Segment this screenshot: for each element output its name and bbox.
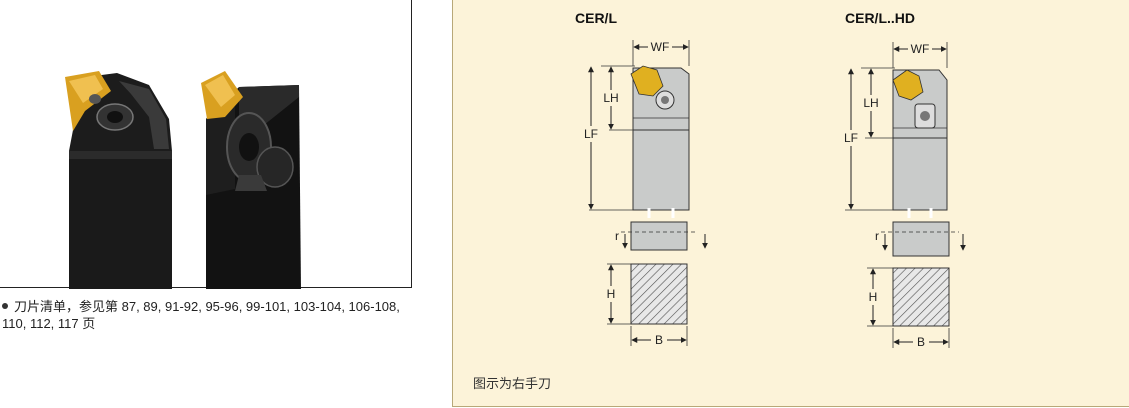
dimension-drawings: WF LH LF r H: [581, 40, 966, 350]
dim-b-label-1: B: [655, 333, 663, 347]
bullet-icon: [2, 302, 8, 309]
dim-wf-label-1: WF: [651, 40, 670, 54]
insert-list-note: 刀片清单，参见第 87, 89, 91-92, 95-96, 99-101, 1…: [2, 298, 422, 332]
dim-lf-label-2: LF: [844, 131, 858, 145]
dim-lh-label-2: LH: [863, 96, 878, 110]
dim-r-label-1: r: [615, 229, 619, 243]
dim-h-label-1: H: [607, 287, 616, 301]
model-title-cer: CER/L: [575, 10, 617, 26]
drawing-cer-hd: WF LH LF r H: [841, 42, 966, 350]
tool-holder-1: [65, 71, 172, 289]
drawing-cer: WF LH LF r H: [581, 40, 708, 348]
dim-wf-label-2: WF: [911, 42, 930, 56]
model-title-cer-hd: CER/L..HD: [845, 10, 915, 26]
dimension-drawing-panel: WF LH LF r H: [452, 0, 1129, 407]
dim-h-label-2: H: [869, 290, 878, 304]
dim-lh-label-1: LH: [603, 91, 618, 105]
tool-holder-photo: [65, 71, 301, 289]
dim-r-label-2: r: [875, 229, 879, 243]
insert-list-text: 刀片清单，参见第 87, 89, 91-92, 95-96, 99-101, 1…: [2, 299, 400, 331]
tool-holder-2: [201, 71, 301, 289]
dim-lf-label-1: LF: [584, 127, 598, 141]
tool-photo-panel: [0, 0, 412, 289]
right-hand-caption: 图示为右手刀: [473, 376, 552, 391]
dim-b-label-2: B: [917, 335, 925, 349]
